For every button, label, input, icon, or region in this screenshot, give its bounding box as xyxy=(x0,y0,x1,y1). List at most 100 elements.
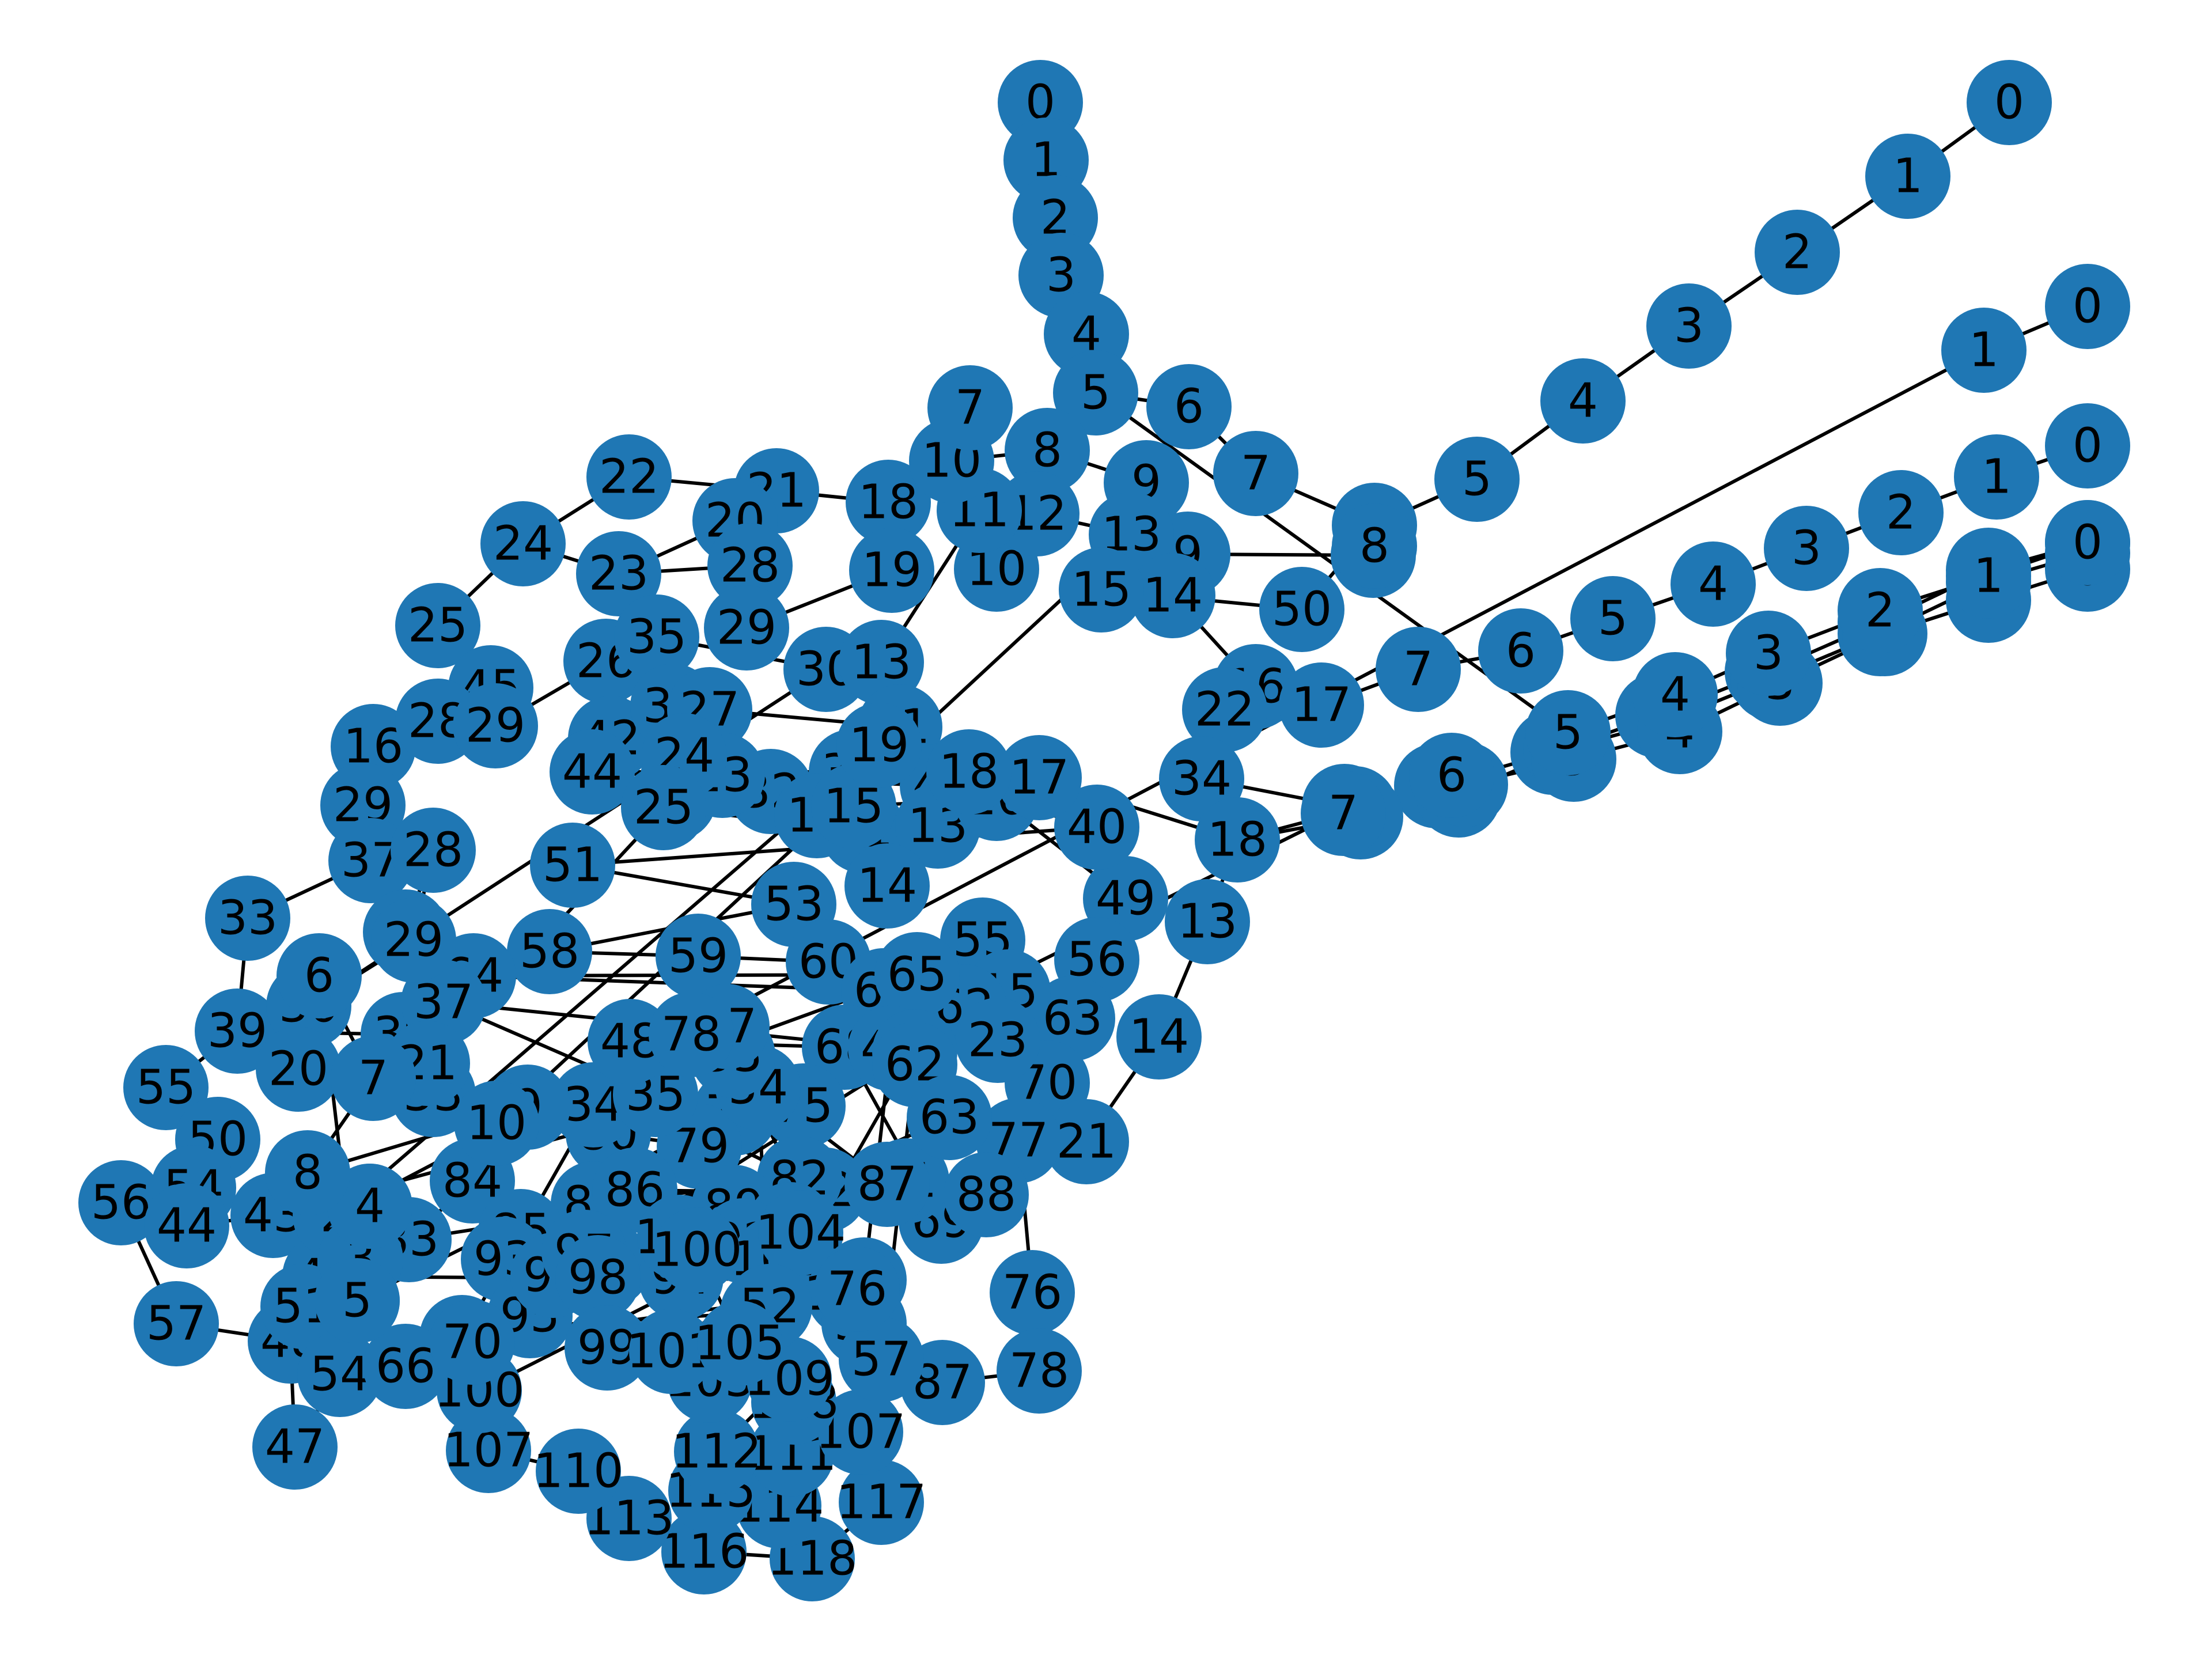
node-circle xyxy=(1030,976,1115,1061)
node-label: 1 xyxy=(1982,450,2012,505)
node-circle xyxy=(1005,408,1090,493)
node-label: 5 xyxy=(342,1274,372,1328)
node-circle xyxy=(276,933,362,1018)
node-circle xyxy=(1865,134,1950,219)
node-circle xyxy=(1376,627,1461,712)
node-circle xyxy=(507,909,592,994)
node-circle xyxy=(576,531,661,616)
graph-node: 59 xyxy=(656,914,741,999)
node-circle xyxy=(205,876,290,961)
node-label: 6 xyxy=(1437,748,1467,803)
node-label: 5 xyxy=(1462,452,1492,507)
node-circle xyxy=(654,1207,740,1293)
node-label: 0 xyxy=(2073,419,2103,474)
node-circle xyxy=(1053,350,1138,435)
graph-node: 44 xyxy=(144,1183,229,1268)
graph-node: 7 xyxy=(1301,771,1386,856)
node-label: 23 xyxy=(589,547,649,601)
graph-node: 28 xyxy=(707,523,793,608)
node-label: 18 xyxy=(858,475,918,530)
node-circle xyxy=(327,1164,412,1249)
graph-node: 1 xyxy=(1865,134,1950,219)
graph-node: 14 xyxy=(1116,994,1202,1080)
graph-node: 28 xyxy=(391,808,476,893)
node-label: 22 xyxy=(599,450,659,505)
graph-node: 29 xyxy=(704,585,789,671)
node-circle xyxy=(849,528,934,613)
node-label: 54 xyxy=(310,1347,370,1402)
node-circle xyxy=(649,992,734,1077)
graph-node: 15 xyxy=(1059,547,1144,632)
graph-node: 7 xyxy=(331,1036,416,1121)
graph-node: 5 xyxy=(1525,690,1611,775)
graph-node: 3 xyxy=(1764,506,1849,591)
node-circle xyxy=(1213,431,1298,516)
node-circle xyxy=(1182,667,1267,752)
graph-node: 4 xyxy=(1671,541,1756,627)
graph-node: 5 xyxy=(315,1258,400,1343)
graph-node: 57 xyxy=(134,1281,219,1366)
node-circle xyxy=(123,1045,209,1130)
node-label: 4 xyxy=(355,1179,385,1234)
graph-node: 56 xyxy=(78,1160,164,1245)
graph-node: 6 xyxy=(1409,733,1494,818)
node-label: 47 xyxy=(265,1420,325,1475)
node-label: 107 xyxy=(444,1423,534,1478)
graph-node: 100 xyxy=(652,1207,742,1293)
node-label: 57 xyxy=(146,1297,206,1351)
node-circle xyxy=(555,1235,641,1320)
graph-node: 55 xyxy=(123,1045,209,1130)
graph-node: 4 xyxy=(327,1164,412,1249)
node-circle xyxy=(530,823,615,908)
graph-node: 54 xyxy=(297,1332,382,1417)
node-label: 4 xyxy=(1660,668,1690,722)
node-circle xyxy=(997,1328,1082,1414)
node-circle xyxy=(315,1258,400,1343)
graph-node: 22 xyxy=(1182,667,1267,752)
graph-node: 19 xyxy=(836,703,922,788)
graph-node: 105 xyxy=(695,1301,785,1386)
node-label: 1 xyxy=(1893,149,1923,204)
node-circle xyxy=(1671,541,1756,627)
graph-node: 6 xyxy=(1146,364,1232,449)
node-label: 5 xyxy=(1081,366,1111,421)
node-label: 44 xyxy=(157,1199,217,1253)
graph-node: 5 xyxy=(1053,350,1138,435)
graph-node: 6 xyxy=(1478,608,1563,694)
graph-node: 2 xyxy=(1838,568,1923,653)
node-label: 7 xyxy=(1328,786,1358,841)
node-circle xyxy=(1570,576,1656,661)
node-label: 44 xyxy=(562,745,622,800)
node-label: 87 xyxy=(857,1157,917,1212)
node-label: 105 xyxy=(695,1316,785,1371)
node-circle xyxy=(1409,733,1494,818)
graph-node: 110 xyxy=(533,1429,623,1514)
node-label: 23 xyxy=(968,1013,1028,1068)
graph-node: 0 xyxy=(2045,500,2130,585)
node-label: 14 xyxy=(857,859,917,914)
node-circle xyxy=(1941,308,2027,393)
node-circle xyxy=(265,1130,350,1215)
graph-node: 25 xyxy=(395,583,480,668)
node-circle xyxy=(1755,210,1840,295)
graph-node: 17 xyxy=(997,735,1082,820)
node-label: 3 xyxy=(1753,626,1783,681)
node-circle xyxy=(629,1309,714,1394)
graph-node: 78 xyxy=(997,1328,1082,1414)
graph-node: 44 xyxy=(550,729,635,815)
graph-node: 14 xyxy=(1130,553,1215,638)
node-circle xyxy=(256,1027,341,1112)
node-label: 4 xyxy=(1698,557,1728,612)
node-circle xyxy=(2045,500,2130,585)
graph-node: 8 xyxy=(1332,503,1417,589)
graph-node: 7 xyxy=(927,365,1013,450)
node-label: 0 xyxy=(1994,75,2024,130)
graph-node: 21 xyxy=(1044,1099,1129,1184)
node-label: 22 xyxy=(1195,683,1255,737)
graph-node: 39 xyxy=(195,988,280,1074)
node-label: 51 xyxy=(543,838,603,893)
node-circle xyxy=(1858,470,1944,555)
node-label: 34 xyxy=(1172,752,1232,806)
node-label: 25 xyxy=(634,781,694,835)
node-label: 2 xyxy=(1886,486,1916,540)
